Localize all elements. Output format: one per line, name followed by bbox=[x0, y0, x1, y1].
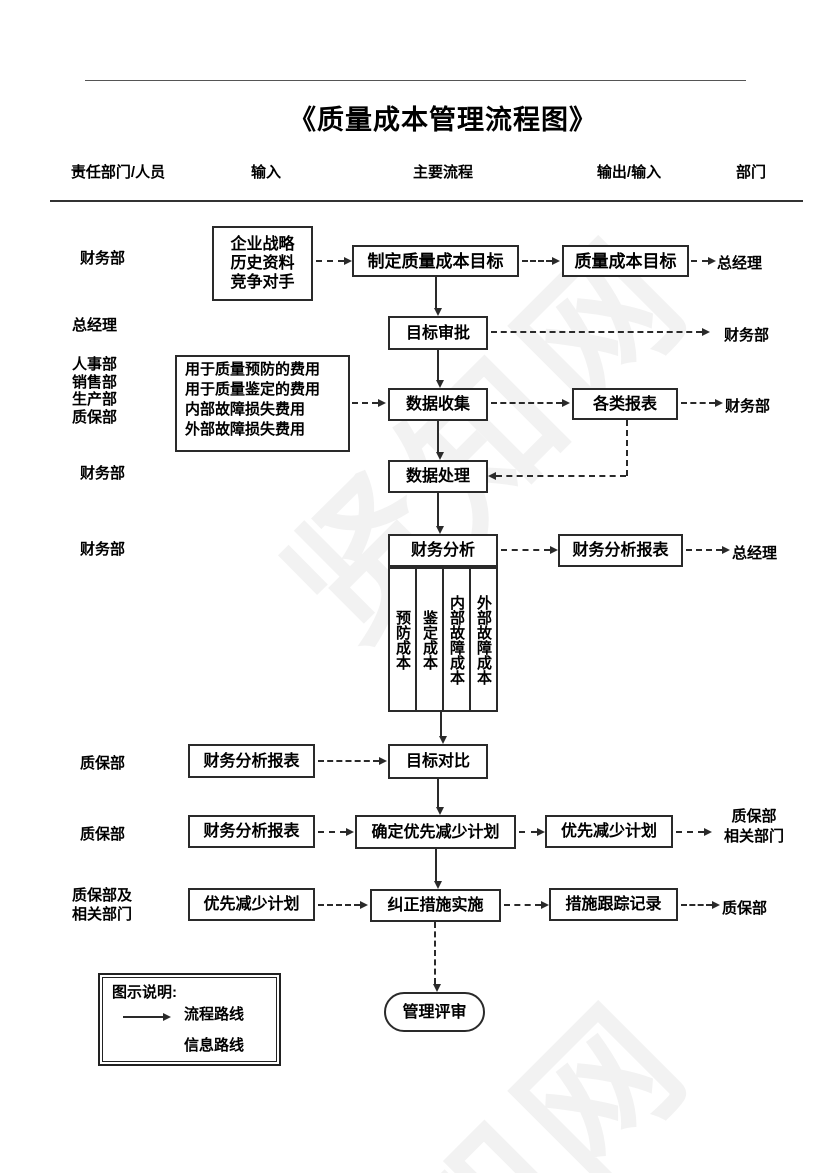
arrow-right-dashed-icon bbox=[686, 546, 730, 554]
arrow-right-dashed-icon bbox=[676, 828, 712, 836]
row4-process-box: 数据处理 bbox=[388, 460, 488, 493]
row7-to-line: 相关部门 bbox=[723, 828, 784, 845]
arrow-right-dashed-icon bbox=[681, 901, 720, 909]
row8-output-box: 措施跟踪记录 bbox=[549, 888, 678, 921]
arrow-right-dashed-icon bbox=[681, 399, 723, 407]
row1-input-line: 历史资料 bbox=[230, 255, 295, 272]
row5-process-box: 财务分析 bbox=[388, 534, 498, 567]
row3-input-line: 用于质量预防的费用 bbox=[185, 361, 321, 378]
arrow-right-dashed-icon bbox=[491, 399, 570, 407]
page-title: 《质量成本管理流程图》 bbox=[289, 105, 597, 135]
row4-dept-label: 财务部 bbox=[80, 465, 126, 482]
row3-dept-line: 质保部 bbox=[72, 408, 118, 426]
row2-process-box: 目标审批 bbox=[388, 316, 488, 350]
row3-input-line: 用于质量鉴定的费用 bbox=[185, 381, 321, 398]
row5-to-label: 总经理 bbox=[732, 545, 778, 562]
row8-to-label: 质保部 bbox=[722, 900, 768, 917]
arrow-right-dashed-icon bbox=[491, 328, 710, 336]
arrow-down-dashed-icon bbox=[433, 922, 441, 992]
arrow-right-dashed-icon bbox=[318, 901, 368, 909]
row1-input-line: 竞争对手 bbox=[230, 274, 295, 291]
column-header-dept: 部门 bbox=[735, 164, 767, 181]
row3-process-box: 数据收集 bbox=[388, 388, 488, 421]
row2-dept-label: 总经理 bbox=[72, 317, 118, 334]
row3-dept-line: 人事部 bbox=[72, 356, 118, 373]
row7-output-box: 优先减少计划 bbox=[545, 815, 673, 848]
row3-to-label: 财务部 bbox=[725, 398, 771, 415]
row3-output-box: 各类报表 bbox=[572, 388, 678, 420]
row8-dept-line: 质保部及 bbox=[72, 887, 133, 904]
arrow-down-solid-icon bbox=[439, 712, 447, 744]
elbow-vertical-dashed-icon bbox=[626, 420, 628, 476]
arrow-right-dashed-icon bbox=[504, 901, 549, 909]
row6-dept-label: 质保部 bbox=[80, 755, 126, 772]
row9-management-review-terminator: 管理评审 bbox=[384, 992, 485, 1032]
row3-input-line: 内部故障损失费用 bbox=[185, 401, 306, 418]
arrow-down-solid-icon bbox=[434, 277, 442, 316]
legend-box bbox=[98, 973, 281, 1066]
column-header-main-process: 主要流程 bbox=[412, 164, 474, 181]
arrow-down-solid-icon bbox=[436, 421, 444, 460]
column-header-output: 输出/输入 bbox=[596, 164, 662, 181]
legend-title: 图示说明: bbox=[112, 984, 177, 1001]
row3-input-box: 用于质量预防的费用 用于质量鉴定的费用 内部故障损失费用 外部故障损失费用 bbox=[175, 355, 350, 452]
arrow-right-dashed-icon bbox=[522, 257, 560, 265]
row6-process-box: 目标对比 bbox=[388, 744, 488, 779]
row3-dept-line: 销售部 bbox=[72, 373, 118, 391]
legend-inner-border bbox=[102, 977, 277, 1062]
arrow-right-dashed-icon bbox=[519, 828, 545, 836]
arrow-down-solid-icon bbox=[436, 493, 444, 534]
arrow-down-solid-icon bbox=[434, 849, 442, 889]
row1-input-line: 企业战略 bbox=[230, 236, 295, 253]
row8-dept-line: 相关部门 bbox=[72, 906, 133, 923]
legend-info-label: 信息路线 bbox=[184, 1037, 245, 1054]
arrow-right-dashed-icon bbox=[318, 828, 354, 836]
row1-to-label: 总经理 bbox=[717, 255, 763, 272]
row1-output-box: 质量成本目标 bbox=[562, 245, 689, 277]
cost-column-external-failure: 外部故障成本 bbox=[469, 569, 496, 710]
watermark-bottom: 贤知网 bbox=[201, 916, 760, 1173]
column-header-responsible: 责任部门/人员 bbox=[70, 164, 166, 181]
arrow-right-dashed-icon bbox=[691, 257, 716, 265]
cost-column-internal-failure: 内部故障成本 bbox=[442, 569, 469, 710]
row7-input-box: 财务分析报表 bbox=[188, 815, 315, 848]
arrow-right-solid-icon bbox=[123, 1013, 171, 1021]
row7-dept-label: 质保部 bbox=[80, 826, 126, 843]
row7-process-box: 确定优先减少计划 bbox=[355, 815, 516, 849]
arrow-right-dashed-icon bbox=[352, 399, 386, 407]
row1-dept-label: 财务部 bbox=[80, 250, 126, 267]
row1-input-box: 企业战略 历史资料 竞争对手 bbox=[212, 226, 313, 301]
row6-input-box: 财务分析报表 bbox=[188, 744, 315, 778]
arrow-right-dashed-icon bbox=[318, 757, 387, 765]
arrow-right-dashed-icon bbox=[501, 546, 558, 554]
row1-process-box: 制定质量成本目标 bbox=[352, 245, 519, 277]
cost-column-prevention: 预防成本 bbox=[394, 609, 411, 670]
column-header-input: 输入 bbox=[250, 164, 282, 181]
row3-dept-label: 人事部 销售部 生产部 质保部 bbox=[72, 356, 117, 426]
row8-process-box: 纠正措施实施 bbox=[370, 889, 501, 922]
arrow-left-dashed-icon bbox=[488, 472, 626, 480]
row5-dept-label: 财务部 bbox=[80, 541, 126, 558]
cost-category-table: 预防成本 鉴定成本 内部故障成本 外部故障成本 bbox=[388, 567, 498, 712]
header-separator bbox=[50, 200, 803, 202]
legend-flow-label: 流程路线 bbox=[184, 1006, 245, 1023]
row5-output-box: 财务分析报表 bbox=[558, 534, 683, 567]
row3-input-line: 外部故障损失费用 bbox=[185, 421, 306, 438]
row3-dept-line: 生产部 bbox=[72, 391, 118, 408]
row7-to-line: 质保部 bbox=[731, 808, 777, 825]
row8-input-box: 优先减少计划 bbox=[188, 888, 315, 921]
row2-to-label: 财务部 bbox=[724, 327, 770, 344]
arrow-down-solid-icon bbox=[436, 350, 444, 388]
arrow-down-solid-icon bbox=[436, 779, 444, 815]
row7-to-label: 质保部 相关部门 bbox=[712, 807, 796, 847]
arrow-right-dashed-icon bbox=[316, 257, 352, 265]
cost-column-appraisal: 鉴定成本 bbox=[415, 569, 442, 710]
row8-dept-label: 质保部及 相关部门 bbox=[72, 886, 132, 924]
top-rule bbox=[85, 80, 746, 81]
